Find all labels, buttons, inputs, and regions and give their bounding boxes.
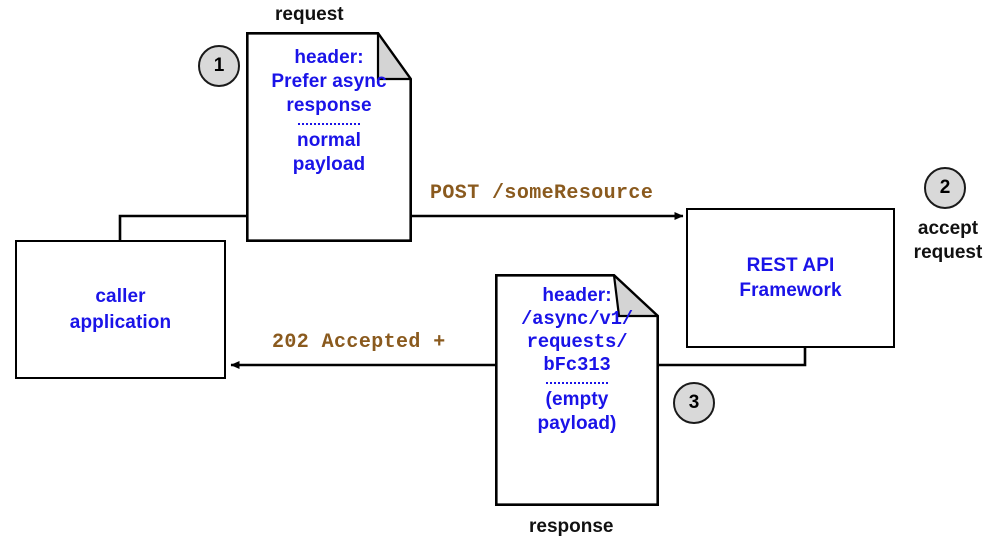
- response-header-value-line2: requests/: [526, 331, 628, 354]
- caption-request-document: request: [275, 4, 344, 25]
- caller-label-line2: application: [69, 311, 172, 333]
- caption-response-document: response: [529, 516, 614, 537]
- response-header-label: header:: [542, 285, 612, 306]
- node-caller-application[interactable]: caller application: [15, 240, 226, 379]
- request-header-value-line1: Prefer async: [271, 70, 387, 92]
- request-payload-line1: normal: [297, 129, 361, 151]
- request-header-label: header:: [294, 47, 364, 68]
- response-payload-line2: payload): [537, 413, 617, 435]
- rest-label-line2: Framework: [739, 280, 842, 301]
- accept-request-line1: accept: [917, 218, 979, 239]
- response-payload-line1: (empty: [545, 389, 609, 411]
- arrow-response-path: [230, 348, 807, 369]
- response-doc-shape: [495, 274, 659, 506]
- document-request[interactable]: header: Prefer async response normal pay…: [246, 32, 412, 242]
- arrow-request-path: [118, 212, 684, 241]
- arrow-label-post-someresource: POST /someResource: [430, 182, 654, 205]
- step-marker-1[interactable]: 1: [198, 45, 240, 87]
- response-doc-content: header: /async/v1/ requests/ bFc313 (emp…: [495, 274, 659, 506]
- request-doc-fold-corner: [376, 32, 412, 81]
- request-doc-separator: [298, 122, 360, 125]
- response-header-value-line3: bFc313: [543, 354, 611, 377]
- document-response[interactable]: header: /async/v1/ requests/ bFc313 (emp…: [495, 274, 659, 506]
- response-doc-fold-corner: [612, 274, 659, 318]
- rest-label-line1: REST API: [746, 254, 835, 276]
- step-marker-2[interactable]: 2: [924, 167, 966, 209]
- accept-request-line2: request: [913, 242, 983, 264]
- request-doc-content: header: Prefer async response normal pay…: [246, 32, 412, 242]
- request-header-value-line2: response: [286, 94, 372, 116]
- request-doc-shape: [246, 32, 412, 242]
- node-rest-api-framework[interactable]: REST API Framework: [686, 208, 895, 348]
- caption-accept-request: accept request: [906, 217, 990, 266]
- response-header-value-line1: /async/v1/: [520, 307, 634, 330]
- caller-label-line1: caller: [95, 286, 146, 308]
- rest-api-framework-label: REST API Framework: [739, 253, 841, 303]
- caller-application-label: caller application: [70, 284, 171, 334]
- response-doc-separator: [546, 382, 608, 385]
- step-marker-3[interactable]: 3: [673, 382, 715, 424]
- request-payload-line2: payload: [292, 153, 366, 175]
- arrow-label-202-accepted: 202 Accepted +: [272, 331, 446, 354]
